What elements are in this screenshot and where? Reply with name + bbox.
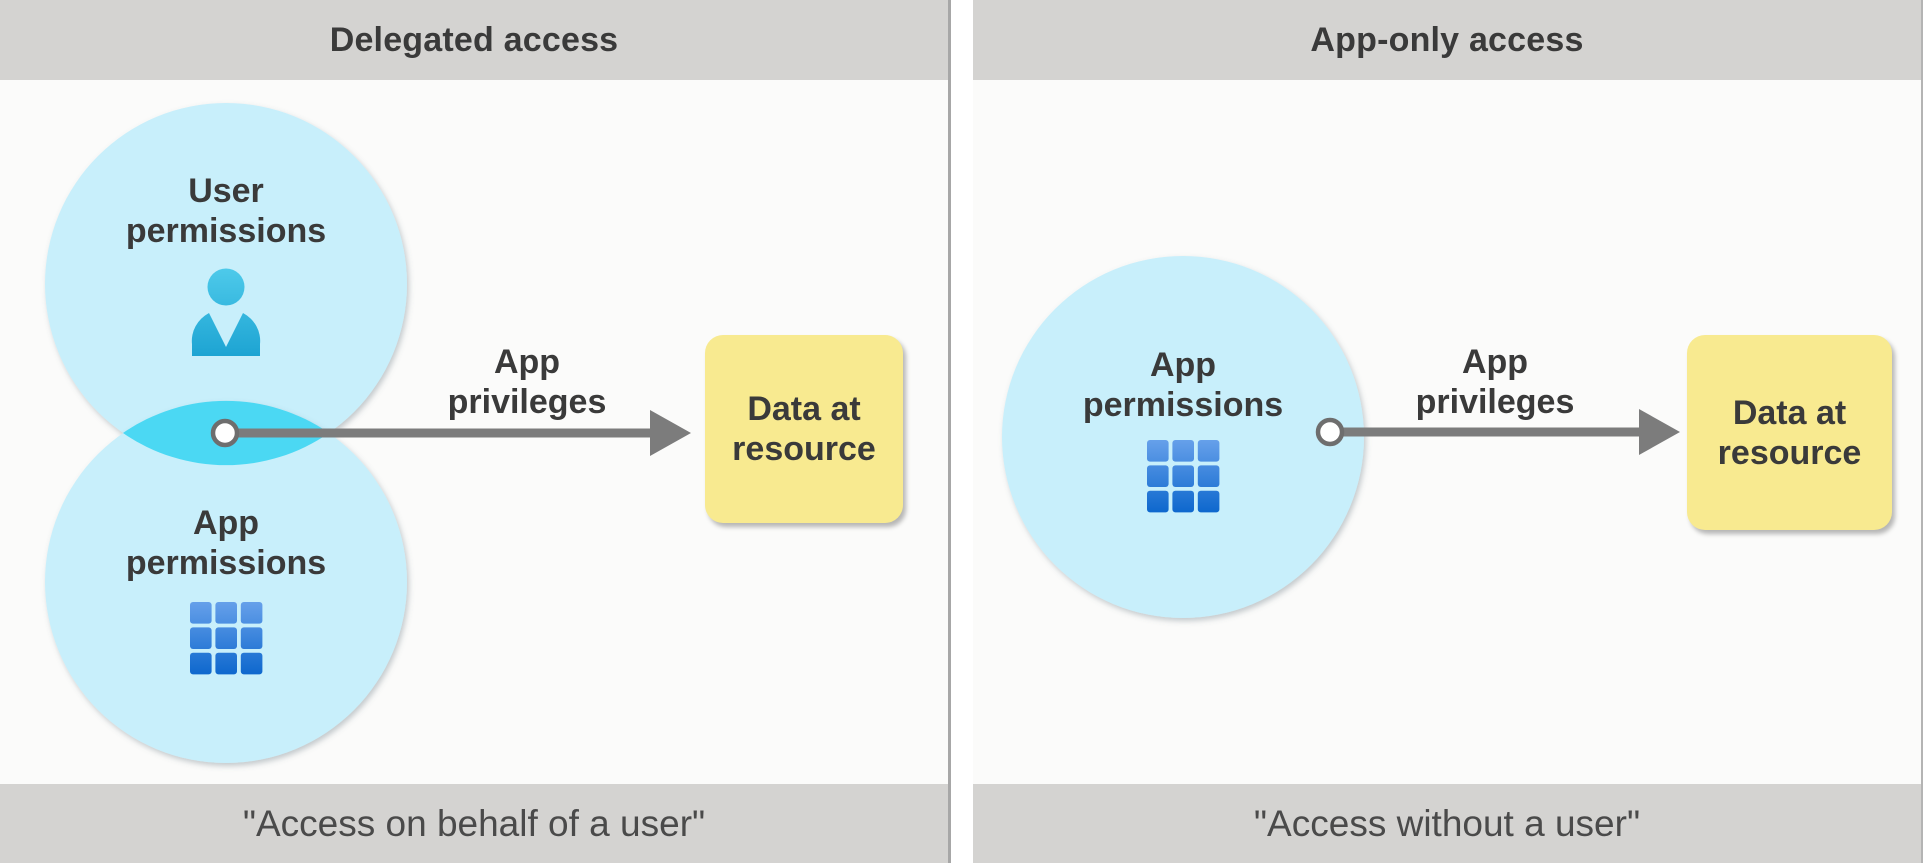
app-grid-icon xyxy=(190,602,263,675)
app-permissions-circle xyxy=(1002,256,1364,618)
app-privileges-arrow xyxy=(1315,409,1680,455)
app-only-access-graphics xyxy=(1002,256,1680,618)
panel-caption-bar: "Access without a user" xyxy=(973,784,1921,863)
app-grid-icon xyxy=(1147,440,1220,513)
arrow-head-icon xyxy=(650,410,691,456)
panel-app-only-access: App-only access App permissions App priv… xyxy=(973,0,1923,863)
app-privileges-label: App privileges xyxy=(1415,343,1575,421)
connector-dot-icon xyxy=(210,418,240,448)
app-privileges-label: App privileges xyxy=(447,343,607,421)
panel-caption-bar: "Access on behalf of a user" xyxy=(0,784,948,863)
panel-title: App-only access xyxy=(1310,20,1584,59)
person-icon xyxy=(191,268,261,356)
panel-title-bar: Delegated access xyxy=(0,0,948,80)
user-permissions-label: User permissions xyxy=(125,172,327,250)
app-permissions-label: App permissions xyxy=(125,504,327,582)
app-permissions-label: App permissions xyxy=(1082,346,1284,424)
panel-delegated-access: Delegated access User permissions App pe… xyxy=(0,0,951,863)
data-at-resource-box: Data at resource xyxy=(1687,335,1892,530)
delegated-access-graphics xyxy=(45,103,691,763)
panel-caption: "Access without a user" xyxy=(1253,802,1641,844)
panel-caption: "Access on behalf of a user" xyxy=(242,802,706,844)
connector-dot-icon xyxy=(1315,417,1345,447)
app-privileges-arrow xyxy=(210,410,691,456)
app-permissions-circle xyxy=(45,401,407,763)
arrow-head-icon xyxy=(1639,409,1680,455)
panel-title-bar: App-only access xyxy=(973,0,1921,80)
data-at-resource-box: Data at resource xyxy=(705,335,903,523)
panel-title: Delegated access xyxy=(329,20,619,59)
